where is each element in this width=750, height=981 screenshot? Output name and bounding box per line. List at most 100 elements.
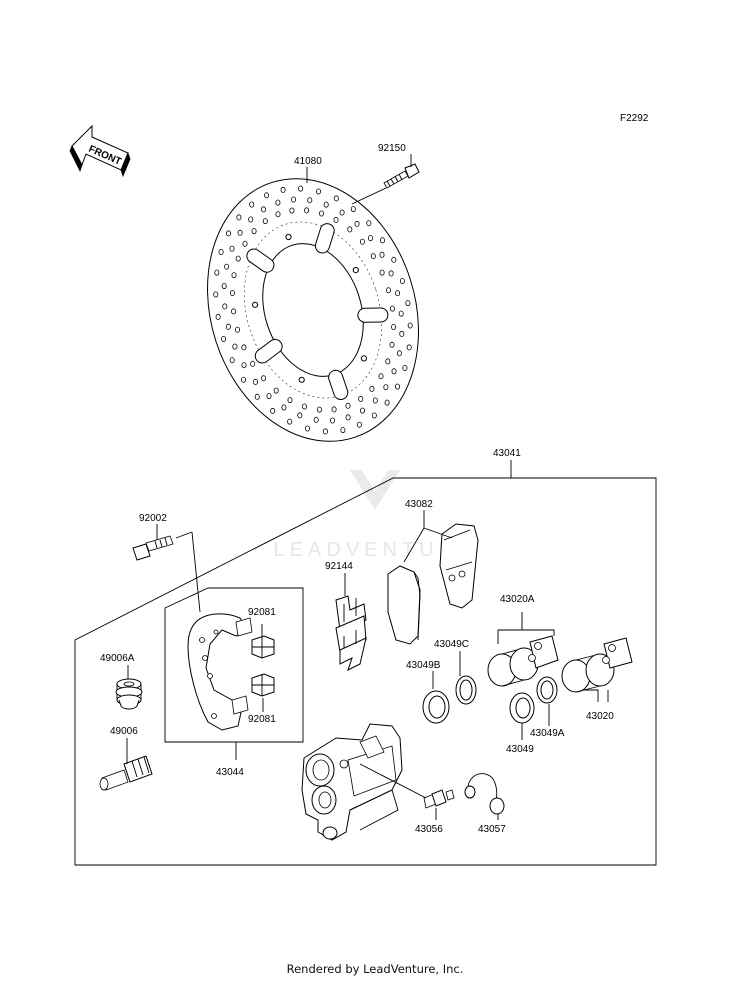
anti-rattle-spring[interactable] <box>335 595 367 671</box>
disc-drill-hole <box>378 373 384 380</box>
disc-drill-hole <box>275 211 281 218</box>
bleed-cap[interactable] <box>464 773 505 815</box>
disc-drill-hole <box>214 269 220 276</box>
caliper-bolt[interactable] <box>132 535 174 561</box>
label-43049b: 43049B <box>406 660 441 671</box>
disc-drill-hole <box>242 240 248 247</box>
disc-mount-slot <box>254 338 283 364</box>
seal-43049b[interactable] <box>422 690 450 724</box>
disc-drill-hole <box>347 226 353 233</box>
disc-drill-hole <box>394 383 400 390</box>
disc-drill-hole <box>371 412 377 419</box>
disc-drill-hole <box>231 308 237 315</box>
seal-43049[interactable] <box>509 692 535 724</box>
disc-drill-hole <box>389 341 395 348</box>
disc-drill-hole <box>329 417 335 424</box>
disc-drill-hole <box>251 228 257 235</box>
disc-bolt-hole <box>285 233 292 241</box>
disc-drill-hole <box>290 196 296 203</box>
label-43049: 43049 <box>506 744 534 755</box>
label-43049c: 43049C <box>434 639 469 650</box>
seal-43049c[interactable] <box>455 675 477 705</box>
disc-drill-hole <box>379 251 385 258</box>
disc-drill-hole <box>384 399 390 406</box>
disc-drill-hole <box>250 360 256 367</box>
disc-drill-hole <box>298 185 304 192</box>
disc-drill-hole <box>236 214 242 221</box>
disc-drill-hole <box>345 414 351 421</box>
piston-cap-43020a[interactable] <box>528 635 559 669</box>
pin-boot-49006a[interactable] <box>115 678 143 710</box>
disc-drill-hole <box>406 344 412 351</box>
caliper-bracket[interactable] <box>187 613 253 731</box>
disc-bolt[interactable] <box>383 163 420 189</box>
disc-drill-hole <box>366 220 372 227</box>
brake-disc[interactable] <box>175 151 452 469</box>
bleed-screw[interactable] <box>423 789 455 809</box>
label-92081-upper: 92081 <box>248 607 276 618</box>
disc-drill-hole <box>333 216 339 223</box>
disc-mount-slot <box>314 223 335 254</box>
disc-mount-slot <box>246 248 275 273</box>
disc-drill-hole <box>270 407 276 414</box>
disc-drill-hole <box>391 323 397 330</box>
label-43020a: 43020A <box>500 594 535 605</box>
disc-drill-hole <box>359 407 365 414</box>
disc-drill-hole <box>407 322 413 329</box>
piston-43020a[interactable] <box>487 647 539 687</box>
label-92144: 92144 <box>325 561 353 572</box>
piston-cap-43020[interactable] <box>602 637 633 669</box>
label-43041: 43041 <box>493 448 521 459</box>
disc-drill-hole <box>213 291 219 298</box>
label-43082: 43082 <box>405 499 433 510</box>
disc-drill-hole <box>225 323 231 330</box>
disc-mount-slot <box>328 369 349 400</box>
disc-drill-hole <box>395 290 401 297</box>
disc-drill-hole <box>356 421 362 428</box>
disc-drill-hole <box>248 216 254 223</box>
seal-43049a[interactable] <box>536 676 558 704</box>
caliper-body[interactable] <box>301 723 403 841</box>
svg-text:LEADVENTURE: LEADVENTURE <box>274 539 477 561</box>
footer-credit: Rendered by LeadVenture, Inc. <box>286 962 464 976</box>
label-49006: 49006 <box>110 726 138 737</box>
disc-drill-hole <box>333 195 339 202</box>
brake-pad-right[interactable] <box>439 523 479 609</box>
label-43056: 43056 <box>415 824 443 835</box>
pad-spring-upper[interactable] <box>251 635 275 659</box>
brake-pad-left[interactable] <box>387 565 421 645</box>
disc-drill-hole <box>281 404 287 411</box>
front-arrow-icon: FRONT <box>69 124 131 178</box>
disc-drill-hole <box>261 375 267 382</box>
disc-drill-hole <box>275 199 281 206</box>
disc-drill-hole <box>215 313 221 320</box>
label-43049a: 43049A <box>530 728 565 739</box>
disc-drill-hole <box>252 378 258 385</box>
disc-drill-hole <box>229 245 235 252</box>
disc-drill-hole <box>304 207 310 214</box>
disc-drill-hole <box>370 253 376 260</box>
disc-drill-hole <box>383 384 389 391</box>
disc-drill-hole <box>396 350 402 357</box>
disc-drill-hole <box>389 305 395 312</box>
disc-drill-hole <box>266 393 272 400</box>
figure-code: F2292 <box>620 113 649 124</box>
disc-drill-hole <box>399 277 405 284</box>
disc-drill-hole <box>287 397 293 404</box>
disc-bolt-hole <box>360 355 367 362</box>
disc-drill-hole <box>350 206 356 213</box>
disc-drill-hole <box>273 387 279 394</box>
disc-drill-hole <box>313 416 319 423</box>
disc-drill-hole <box>264 192 270 199</box>
disc-drill-hole <box>367 235 373 242</box>
label-43044: 43044 <box>216 767 244 778</box>
disc-drill-hole <box>385 287 391 294</box>
pad-spring-lower[interactable] <box>251 673 275 697</box>
disc-drill-hole <box>229 357 235 364</box>
disc-drill-hole <box>331 406 337 413</box>
label-41080: 41080 <box>294 156 322 167</box>
disc-drill-hole <box>391 368 397 375</box>
disc-drill-hole <box>237 229 243 236</box>
slide-pin-49006[interactable] <box>99 755 153 791</box>
